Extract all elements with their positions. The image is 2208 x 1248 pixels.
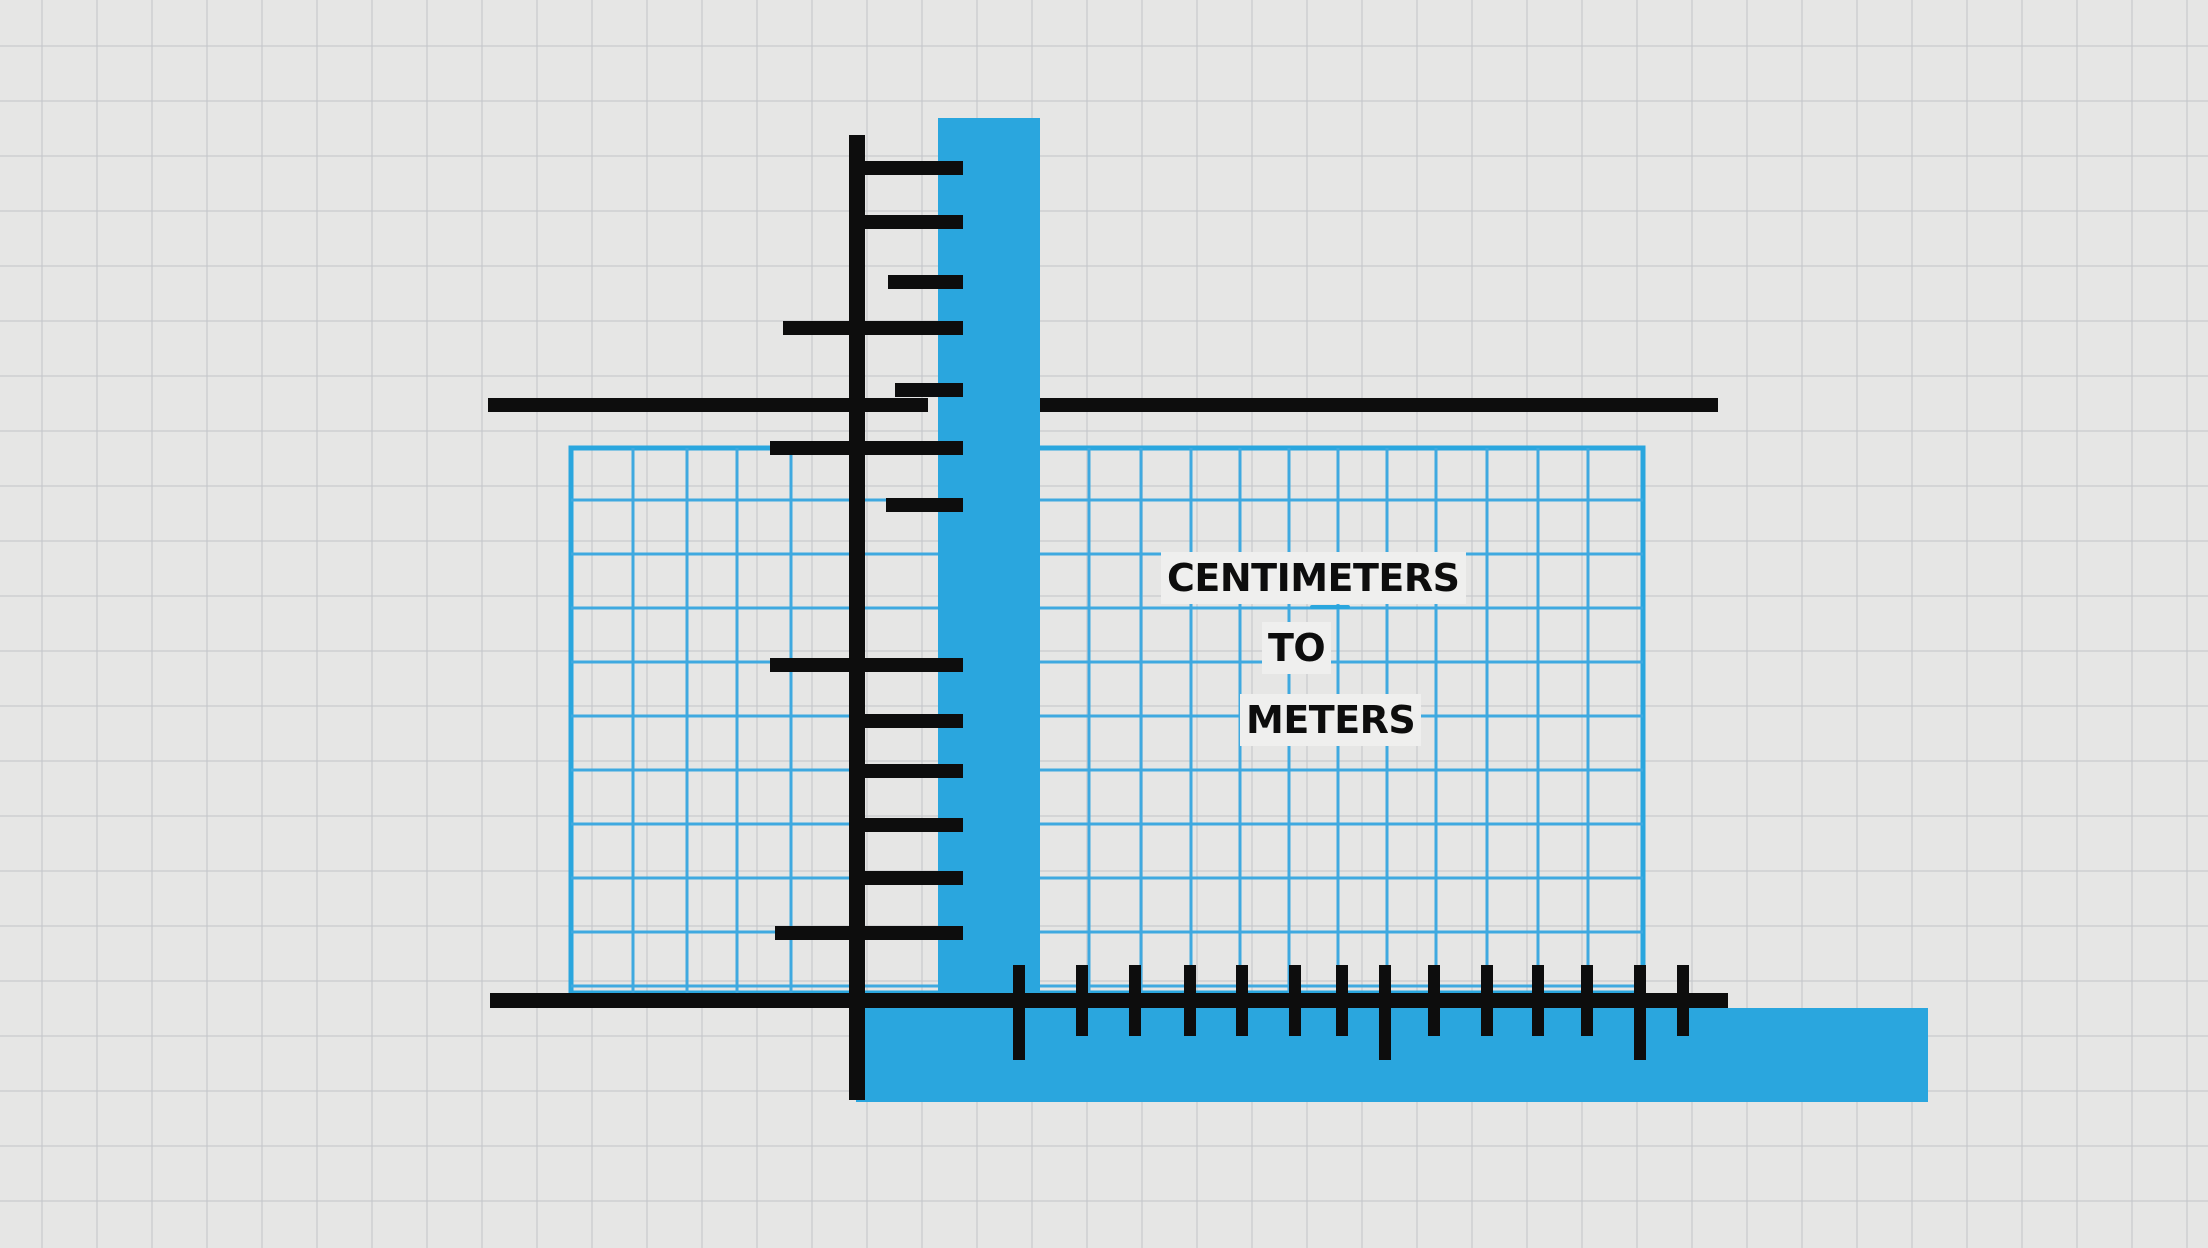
- horizontal-ruler-tick: [1428, 965, 1440, 1036]
- vertical-ruler-tick: [865, 215, 963, 229]
- ruler-vertical-icon: [770, 135, 963, 1100]
- horizontal-ruler-tick: [1481, 965, 1493, 1036]
- horizontal-ruler-tick: [1532, 965, 1544, 1036]
- title-label: CENTIMETERS: [1161, 552, 1466, 604]
- accent-dash: [1310, 605, 1350, 609]
- vertical-ruler-ticks: [770, 161, 963, 940]
- vertical-ruler-tick: [865, 161, 963, 175]
- vertical-ruler-tick: [783, 321, 963, 335]
- horizontal-ruler-tick: [1236, 965, 1248, 1036]
- grid-panel-frame: [568, 445, 1646, 996]
- vertical-ruler-tick: [770, 441, 963, 455]
- vertical-ruler-tick: [886, 498, 963, 512]
- horizontal-blue-bar: [856, 1008, 1928, 1102]
- horizontal-ruler-tick: [1677, 965, 1689, 1036]
- unit-label: METERS: [1240, 694, 1422, 746]
- horizontal-ruler-tick: [1184, 965, 1196, 1036]
- horizontal-ruler-tick: [1076, 965, 1088, 1036]
- connector-label: TO: [1262, 622, 1332, 674]
- horizontal-ruler-tick: [1289, 965, 1301, 1036]
- upper-horizontal-line: [488, 398, 1718, 412]
- vertical-ruler-spine: [849, 135, 865, 1100]
- vertical-ruler-tick: [895, 383, 963, 397]
- vertical-ruler-tick: [865, 818, 963, 832]
- vertical-blue-bar: [938, 118, 1040, 998]
- horizontal-ruler-ticks: [1013, 965, 1689, 1060]
- horizontal-ruler-tick: [1581, 965, 1593, 1036]
- grid-panel-lines: [571, 448, 1643, 993]
- horizontal-ruler-tick: [1336, 965, 1348, 1036]
- vertical-ruler-tick: [865, 764, 963, 778]
- vertical-ruler-tick: [865, 714, 963, 728]
- horizontal-ruler-spine: [490, 993, 1728, 1008]
- vertical-ruler-tick: [888, 275, 963, 289]
- ruler-horizontal-icon: [490, 965, 1728, 1060]
- grid-panel-icon: [568, 445, 1646, 996]
- horizontal-ruler-tick: [1634, 965, 1646, 1060]
- vertical-ruler-tick: [865, 871, 963, 885]
- vertical-ruler-tick: [770, 658, 963, 672]
- horizontal-ruler-tick: [1013, 965, 1025, 1060]
- vertical-ruler-tick: [775, 926, 963, 940]
- horizontal-ruler-tick: [1379, 965, 1391, 1060]
- horizontal-ruler-tick: [1129, 965, 1141, 1036]
